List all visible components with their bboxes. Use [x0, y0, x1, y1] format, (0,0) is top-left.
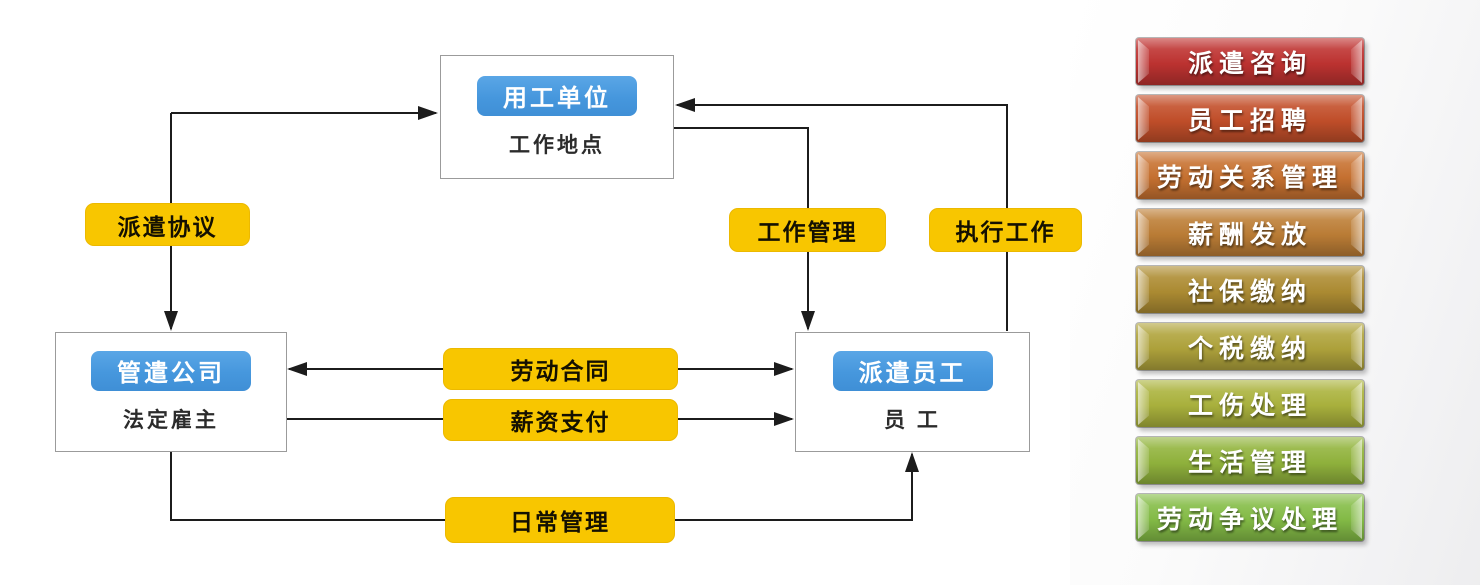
service-bar: 员工招聘 — [1136, 95, 1364, 142]
edge-label-execute-work: 执行工作 — [929, 208, 1082, 252]
service-bar-label: 员工招聘 — [1187, 105, 1312, 135]
node-employing-unit: 用工单位 工作地点 — [440, 55, 674, 179]
service-bar-label: 工伤处理 — [1187, 390, 1312, 420]
node-dispatched-employee-caption: 员 工 — [884, 408, 941, 432]
service-bar: 社保缴纳 — [1136, 266, 1364, 313]
node-dispatched-employee: 派遣员工 员 工 — [795, 332, 1030, 452]
service-bar-label: 劳动争议处理 — [1156, 504, 1343, 534]
service-bar-label: 个税缴纳 — [1187, 333, 1312, 363]
arrow-work-management — [673, 127, 815, 331]
service-bar: 薪酬发放 — [1136, 209, 1364, 256]
edge-label-daily-management: 日常管理 — [445, 497, 675, 543]
edge-label-work-management: 工作管理 — [729, 208, 886, 252]
arrow-execute-work — [675, 98, 1008, 331]
service-bar: 工伤处理 — [1136, 380, 1364, 427]
service-bar-label: 派遣咨询 — [1187, 48, 1312, 78]
node-dispatch-company: 管遣公司 法定雇主 — [55, 332, 287, 452]
edge-label-labor-contract: 劳动合同 — [443, 348, 678, 390]
node-employing-unit-caption: 工作地点 — [509, 133, 605, 157]
service-bar-label: 社保缴纳 — [1187, 276, 1312, 306]
node-dispatch-company-caption: 法定雇主 — [123, 408, 219, 432]
service-bar-label: 生活管理 — [1187, 447, 1312, 477]
service-bar: 派遣咨询 — [1136, 38, 1364, 85]
edge-label-salary-payment: 薪资支付 — [443, 399, 678, 441]
node-employing-unit-badge: 用工单位 — [477, 75, 637, 116]
edge-label-dispatch-agreement: 派遣协议 — [85, 203, 250, 246]
node-dispatch-company-badge: 管遣公司 — [91, 350, 251, 391]
service-bar-label: 薪酬发放 — [1187, 219, 1312, 249]
service-bar: 劳动关系管理 — [1136, 152, 1364, 199]
service-menu: 派遣咨询员工招聘劳动关系管理薪酬发放社保缴纳个税缴纳工伤处理生活管理劳动争议处理 — [1136, 38, 1364, 551]
node-dispatched-employee-badge: 派遣员工 — [832, 350, 993, 391]
service-bar: 个税缴纳 — [1136, 323, 1364, 370]
service-bar: 生活管理 — [1136, 437, 1364, 484]
service-bar: 劳动争议处理 — [1136, 494, 1364, 541]
service-bar-label: 劳动关系管理 — [1156, 162, 1343, 192]
